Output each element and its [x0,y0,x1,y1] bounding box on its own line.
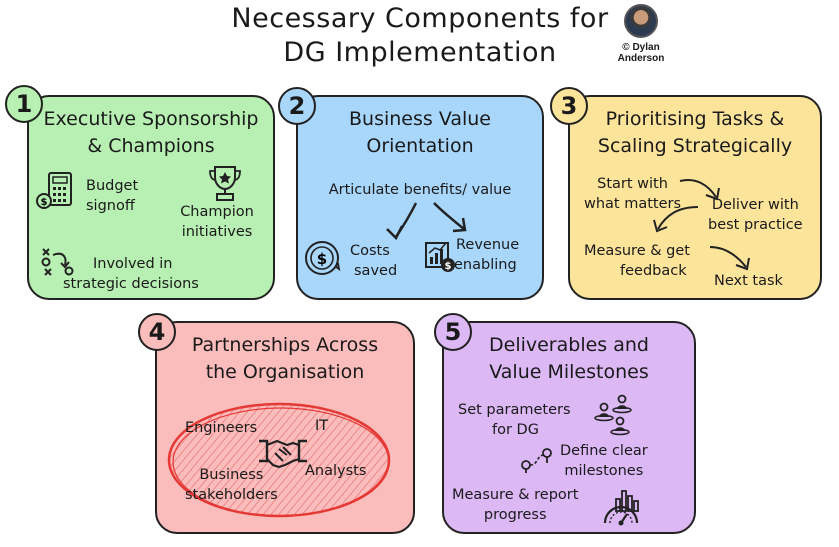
cost-savings-icon: $ [305,241,341,275]
svg-text:$: $ [41,197,48,208]
card-3-title: Prioritising Tasks & Scaling Strategical… [570,106,820,160]
business-line-1: Business [199,467,264,483]
analysts-label: Analysts [305,463,367,479]
measure-report-line-1: Measure & report [452,487,579,503]
measure-report-progress-label: Measure & report progress [452,485,578,525]
start-line-2: what matters [584,196,682,212]
revenue-line-1: Revenue [456,237,520,253]
card-1-number-badge: 1 [5,85,43,123]
trophy-icon [209,166,241,201]
card-4-number-badge: 4 [138,313,176,351]
card-5-title: Deliverables and Value Milestones [444,332,694,386]
define-clear-milestones-label: Define clear milestones [560,441,648,481]
deliver-line-2: best practice [708,217,803,233]
card-2-title-line-1: Business Value [349,108,491,130]
business-stakeholders-label: Business stakeholders [185,465,278,505]
articulate-benefits-label: Articulate benefits/ value [328,182,512,198]
deliver-line-1: Deliver with [711,197,799,213]
card-4-title-line-2: the Organisation [205,361,365,383]
costs-line-1: Costs [350,243,390,259]
measure-report-line-2: progress [483,507,547,523]
card-3-title-line-2: Scaling Strategically [597,135,793,157]
card-5-title-line-2: Value Milestones [489,361,649,383]
involved-in-strategic-decisions-label: Involved in strategic decisions [63,254,199,294]
author-line-2: Anderson [617,53,665,64]
revenue-chart-icon: $ [425,242,455,272]
card-1-title-line-1: Executive Sponsorship [43,108,259,130]
business-line-2: stakeholders [185,487,278,503]
revenue-enabling-label: Revenue enabling [454,235,519,275]
strategy-play-icon [41,248,74,276]
progress-gauge-icon [603,490,639,526]
set-line-2: for DG [492,422,539,438]
svg-text:$: $ [317,250,327,268]
card-executive-sponsorship: Executive Sponsorship & Champions $ Budg… [27,95,275,300]
define-line-2: milestones [564,463,644,479]
team-parameters-icon [594,394,632,436]
champion-initiatives-label: Champion initiatives [177,202,257,242]
budget-line-2: signoff [86,198,135,214]
card-1-title: Executive Sponsorship & Champions [29,106,273,160]
budget-signoff-label: Budget signoff [86,176,138,216]
measure-line-1: Measure & get [584,243,690,259]
svg-text:$: $ [445,261,452,272]
champion-line-1: Champion [180,204,254,220]
card-business-value: Business Value Orientation Articulate be… [296,95,544,300]
card-partnerships: Partnerships Across the Organisation Eng… [155,321,415,534]
card-2-title: Business Value Orientation [298,106,542,160]
set-line-1: Set parameters [458,402,571,418]
deliver-with-best-practice-label: Deliver with best practice [708,195,803,235]
card-2-number-badge: 2 [278,87,316,125]
milestone-route-icon [521,448,552,473]
engineers-label: Engineers [185,420,258,436]
author-line-1: © Dylan [622,42,660,53]
define-line-1: Define clear [560,443,648,459]
start-line-1: Start with [597,176,668,192]
measure-line-2: feedback [620,263,687,279]
costs-saved-label: Costs saved [346,241,397,281]
avatar [624,4,658,38]
title-line-2: DG Implementation [283,37,557,68]
next-task-label: Next task [714,273,783,289]
card-2-title-line-2: Orientation [366,135,474,157]
start-with-what-matters-label: Start with what matters [584,174,681,214]
card-5-number-badge: 5 [434,313,472,351]
card-3-title-line-1: Prioritising Tasks & [605,108,785,130]
card-3-number-badge: 3 [550,87,588,125]
card-5-title-line-1: Deliverables and [489,334,649,356]
handshake-icon [259,439,307,469]
costs-line-2: saved [354,263,398,279]
revenue-line-2: enabling [454,257,517,273]
card-prioritising-tasks: Prioritising Tasks & Scaling Strategical… [568,95,822,300]
champion-line-2: initiatives [181,224,253,240]
card-4-title: Partnerships Across the Organisation [157,332,413,386]
calculator-money-icon: $ [36,172,72,209]
card-deliverables: Deliverables and Value Milestones Set pa… [442,321,696,534]
card-4-title-line-1: Partnerships Across [191,334,379,356]
it-label: IT [315,418,329,434]
budget-line-1: Budget [86,178,139,194]
title-line-1: Necessary Components for [231,3,609,34]
set-parameters-label: Set parameters for DG [458,400,571,440]
involved-line-2: strategic decisions [63,276,199,292]
measure-and-get-feedback-label: Measure & get feedback [584,241,690,281]
page-title: Necessary Components for DG Implementati… [150,2,690,70]
card-1-title-line-2: & Champions [87,135,215,157]
involved-line-1: Involved in [93,256,173,272]
author-badge: © Dylan Anderson [606,4,676,64]
